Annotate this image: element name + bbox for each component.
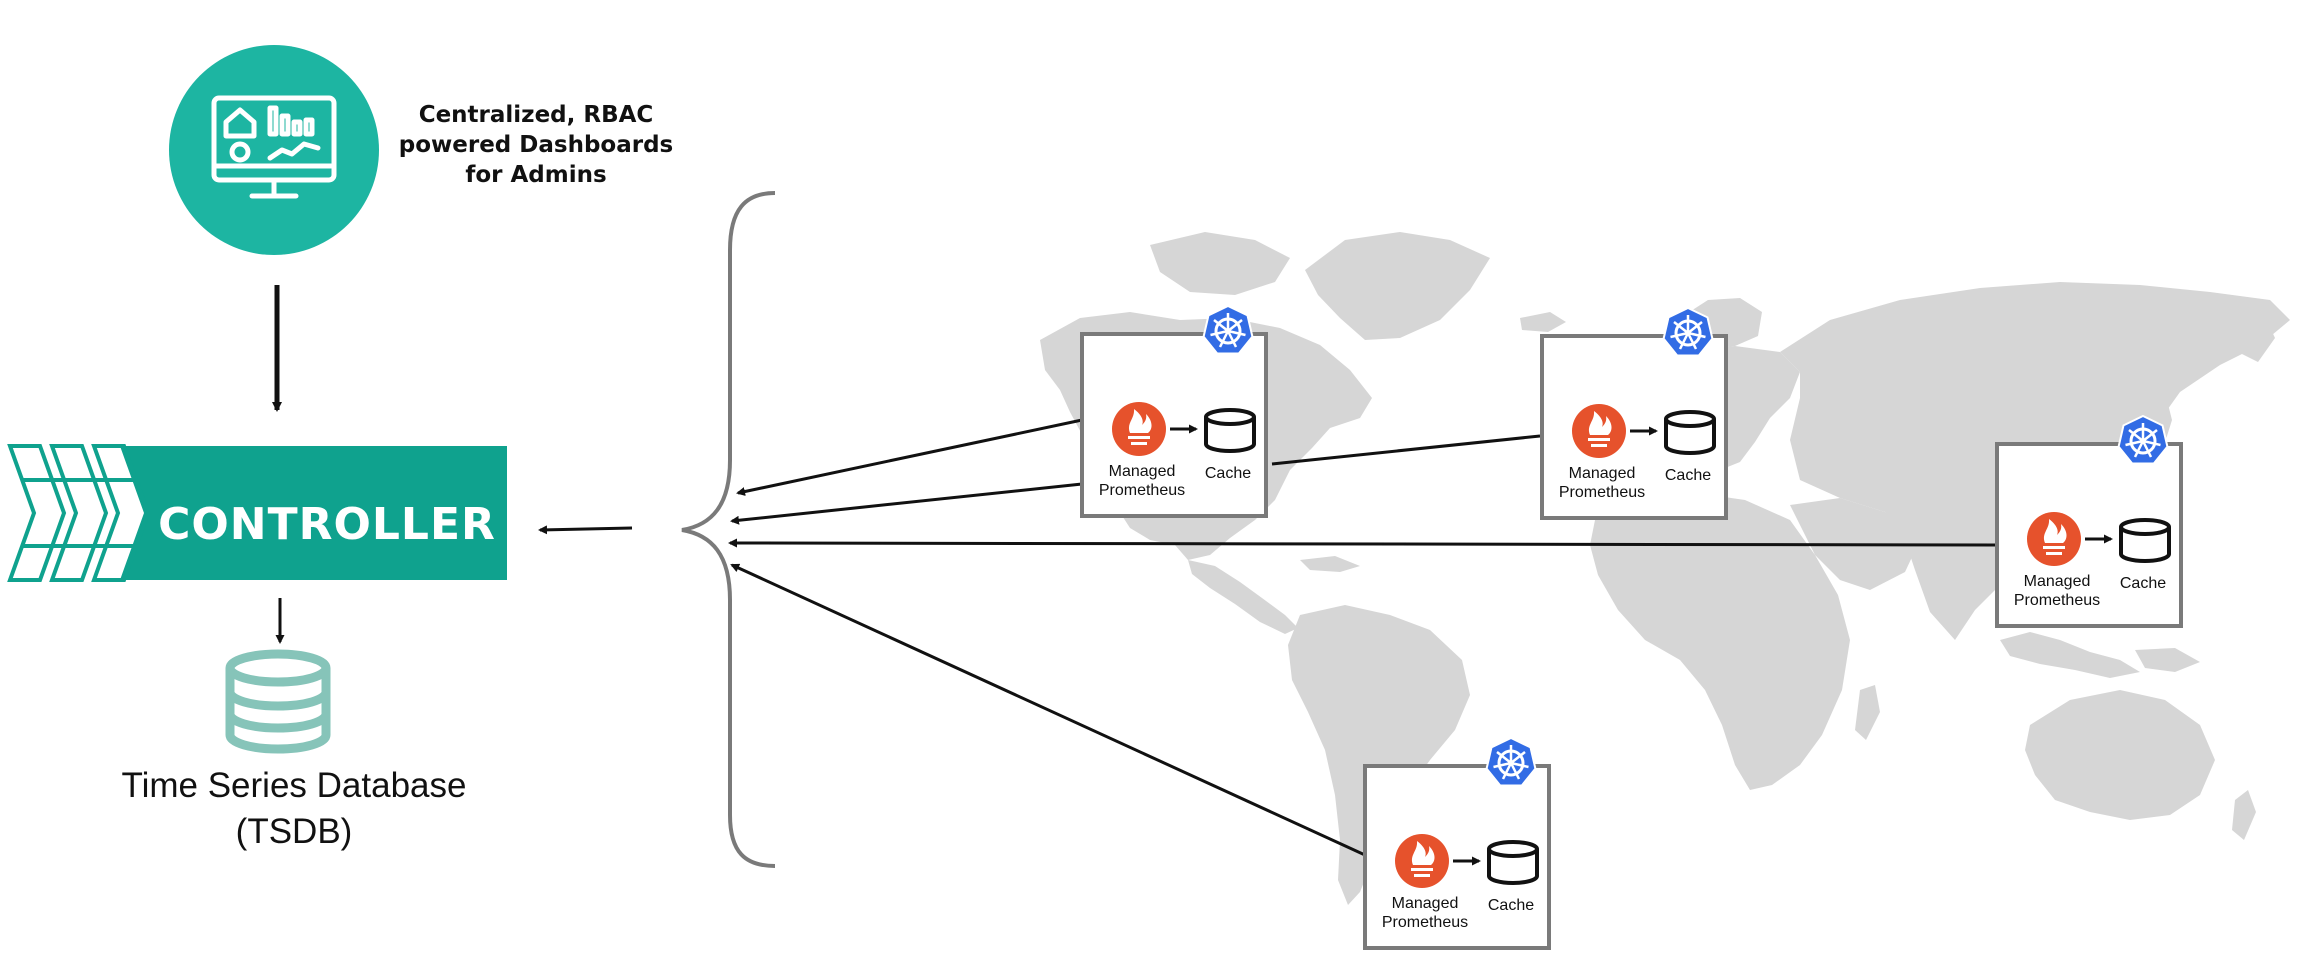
controller-node: CONTROLLER	[7, 444, 507, 582]
dashboard-caption-line-3: for Admins	[465, 162, 606, 188]
na-connector-lower	[730, 482, 1083, 525]
aggregate-to-controller-arrow	[538, 525, 633, 535]
cache-label: Cache	[1665, 467, 1711, 484]
map-iceland	[1520, 312, 1566, 332]
prometheus-icon	[1395, 834, 1449, 888]
asia-connector	[728, 538, 1998, 548]
prometheus-label-line-1: Managed	[2024, 573, 2091, 590]
prometheus-icon	[1112, 402, 1166, 456]
aggregation-brace	[681, 191, 776, 868]
map-indonesia	[2000, 632, 2140, 678]
map-greenland	[1305, 232, 1490, 340]
cache-icon	[1487, 840, 1539, 885]
controller-banner	[120, 446, 507, 580]
prometheus-label-line-2: Prometheus	[2014, 592, 2100, 609]
controller-logo-icon	[7, 444, 151, 582]
tsdb-subtitle: (TSDB)	[236, 812, 353, 851]
prometheus-label-line-2: Prometheus	[1559, 484, 1645, 501]
monitor-dashboard-icon	[211, 95, 337, 199]
database-stack-icon	[225, 649, 331, 754]
map-madagascar	[1855, 685, 1880, 740]
cluster-south-america: Managed Prometheus Cache	[1363, 736, 1551, 950]
cluster-asia: Managed Prometheus Cache	[1995, 414, 2183, 628]
cache-icon	[1664, 410, 1716, 455]
cache-label: Cache	[2120, 575, 2166, 592]
cache-icon	[2119, 518, 2171, 563]
kubernetes-icon	[1485, 736, 1537, 787]
prometheus-icon	[1572, 404, 1626, 458]
map-central-america	[1188, 560, 1298, 634]
map-kamchatka	[2230, 310, 2275, 362]
cache-label: Cache	[1488, 897, 1534, 914]
cache-label: Cache	[1205, 465, 1251, 482]
map-south-america	[1288, 605, 1470, 905]
map-new-zealand	[2232, 790, 2256, 840]
kubernetes-icon	[2117, 414, 2169, 465]
map-caribbean	[1300, 556, 1360, 572]
prometheus-label-line-2: Prometheus	[1382, 914, 1468, 931]
map-new-guinea	[2135, 648, 2200, 672]
dashboard-node	[169, 45, 379, 255]
prometheus-label-line-1: Managed	[1392, 895, 1459, 912]
prometheus-icon	[2027, 512, 2081, 566]
na-connector-upper	[736, 418, 1083, 496]
map-africa	[1590, 492, 1850, 790]
dashboard-caption-line-1: Centralized, RBAC	[419, 102, 654, 128]
dashboard-caption-line-2: powered Dashboards	[399, 132, 673, 158]
cache-icon	[1204, 408, 1256, 453]
map-australia	[2025, 690, 2215, 820]
tsdb-title: Time Series Database	[122, 766, 467, 805]
cluster-north-america: Managed Prometheus Cache	[1080, 304, 1268, 518]
kubernetes-icon	[1202, 304, 1254, 355]
south-america-connector	[730, 563, 1366, 857]
cluster-connectors	[728, 418, 1998, 857]
cluster-europe: Managed Prometheus Cache	[1540, 306, 1728, 520]
prometheus-label-line-1: Managed	[1109, 463, 1176, 480]
map-arctic-islands	[1150, 232, 1290, 295]
prometheus-label-line-2: Prometheus	[1099, 482, 1185, 499]
prometheus-label-line-1: Managed	[1569, 465, 1636, 482]
controller-label: CONTROLLER	[158, 499, 496, 550]
dashboard-circle	[169, 45, 379, 255]
kubernetes-icon	[1662, 306, 1714, 357]
europe-connector	[1271, 434, 1541, 466]
